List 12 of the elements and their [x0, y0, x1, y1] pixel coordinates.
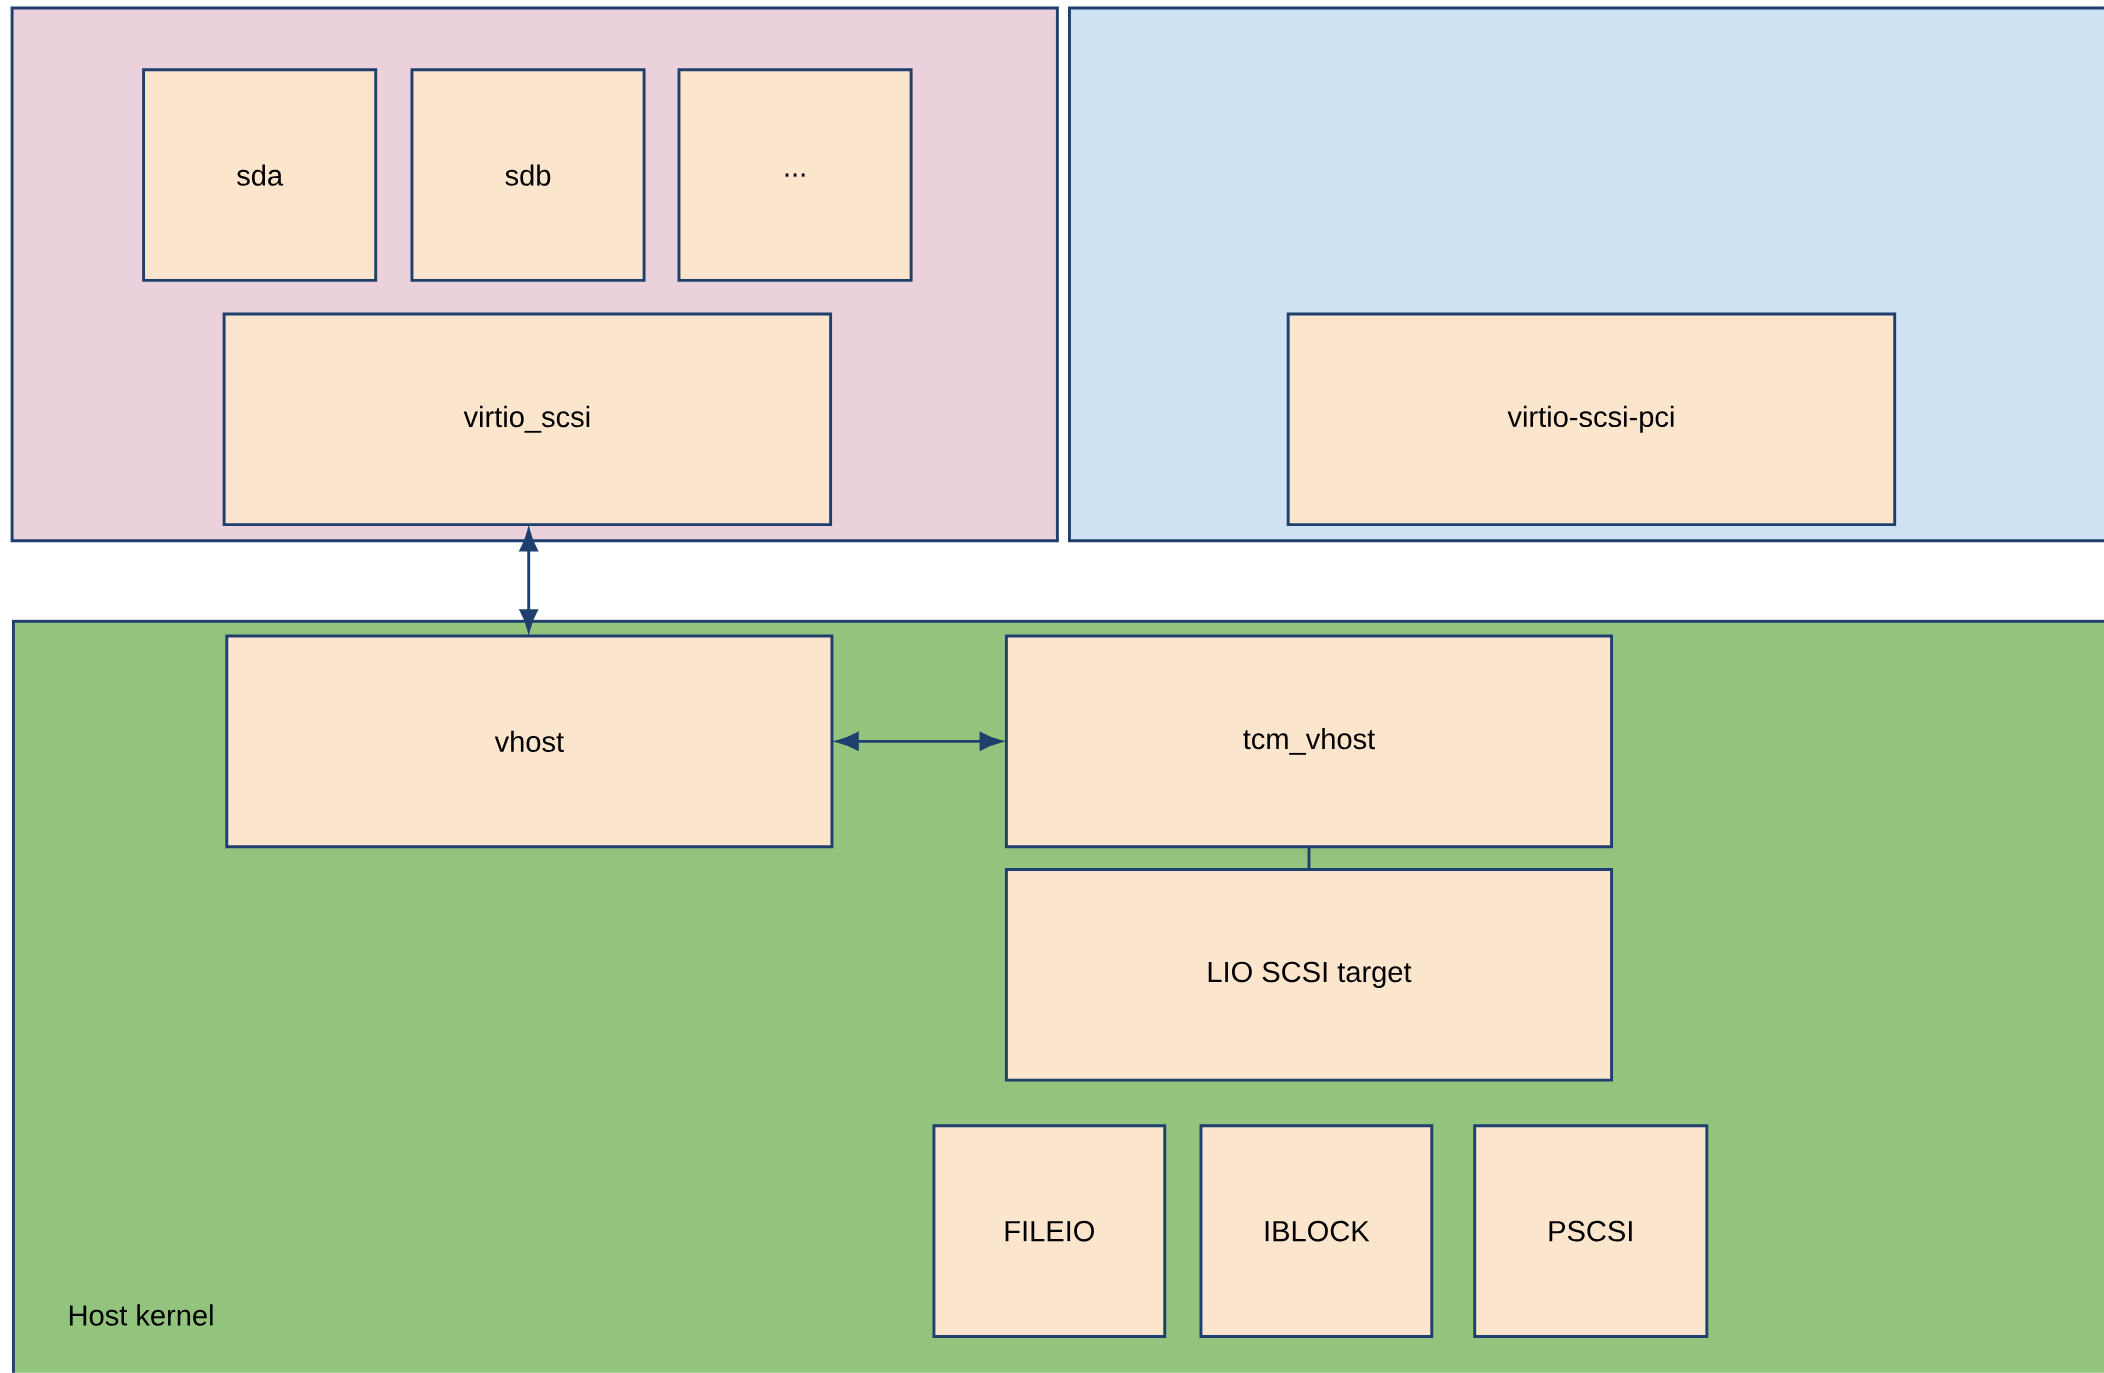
component-box: tcm_vhost	[1004, 634, 1614, 849]
component-box: virtio-scsi-pci	[1286, 312, 1897, 527]
component-box: LIO SCSI target	[1004, 868, 1614, 1082]
component-box: vhost	[225, 634, 834, 849]
component-box: virtio_scsi	[222, 312, 833, 527]
component-box: IBLOCK	[1199, 1124, 1434, 1339]
component-box: sda	[142, 68, 378, 283]
component-box: FILEIO	[932, 1124, 1167, 1339]
component-box: ...	[677, 68, 913, 283]
component-box: sdb	[410, 68, 646, 283]
component-box: PSCSI	[1473, 1124, 1709, 1339]
connector-line	[1307, 846, 1311, 870]
